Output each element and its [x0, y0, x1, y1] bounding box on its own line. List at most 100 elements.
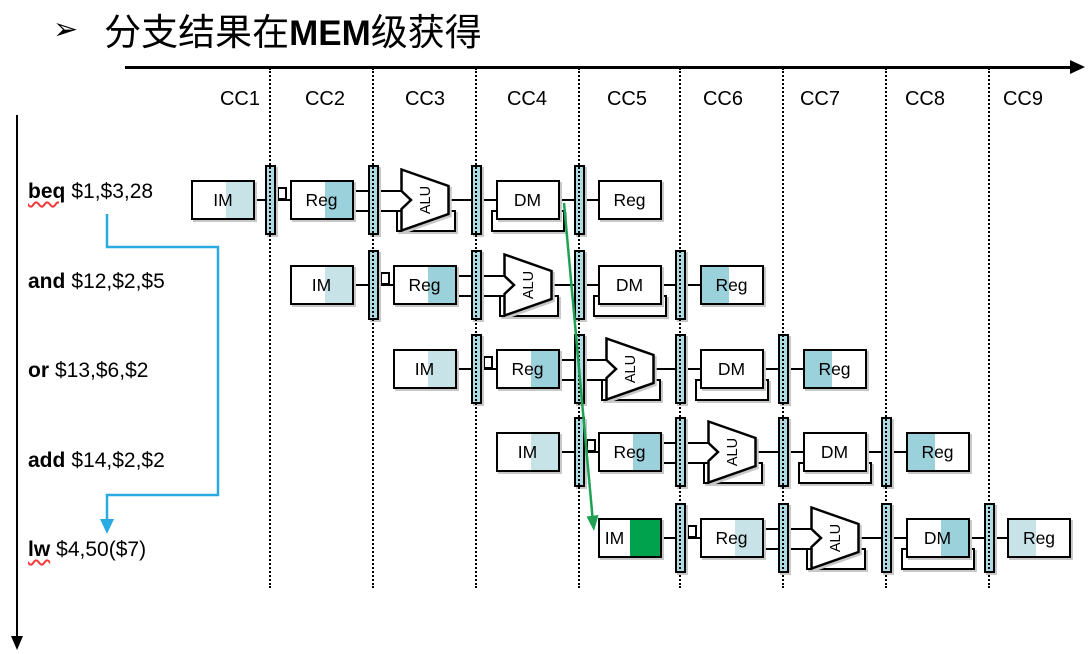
- instruction-operands: $4,50($7): [56, 538, 147, 561]
- stage-shade: [734, 520, 762, 556]
- stage-shade: [907, 434, 935, 470]
- stage-connector: [480, 368, 497, 370]
- stage-label: DM: [923, 527, 952, 548]
- pipeline-stage-box: Reg: [597, 180, 662, 220]
- pipeline-stage-box: Reg: [699, 265, 764, 305]
- alu-label: ALU: [725, 438, 741, 466]
- cc-divider: [475, 68, 477, 588]
- stage-connector: [583, 199, 599, 201]
- stage-connector: [377, 284, 394, 286]
- pipeline-stage-box: Reg: [905, 432, 970, 472]
- stage-connector: [660, 284, 676, 286]
- stage-label: DM: [513, 189, 542, 210]
- pipeline-stage-box: IM: [289, 265, 354, 305]
- title-text-highlight: MEM: [289, 14, 371, 53]
- stage-connector: [684, 284, 701, 286]
- cc-divider: [988, 68, 990, 588]
- stage-connector: [448, 199, 472, 201]
- stage-connector: [890, 537, 907, 539]
- pipeline-stage-box: Reg: [1007, 518, 1071, 558]
- pipeline-stage-box: IM: [392, 349, 457, 389]
- stage-connector: [480, 199, 497, 201]
- clock-cycle-label: CC8: [904, 88, 946, 110]
- instruction-mnemonic: add: [28, 449, 66, 472]
- stage-connector: [455, 295, 516, 297]
- clock-cycle-label: CC2: [304, 88, 346, 110]
- stage-label: Reg: [715, 274, 748, 295]
- stage-label: Reg: [613, 189, 646, 210]
- stage-connector: [274, 199, 291, 201]
- latch-jog: [586, 439, 596, 452]
- alu-label: ALU: [623, 355, 639, 383]
- clock-cycle-label: CC4: [506, 88, 548, 110]
- stage-shade: [427, 351, 455, 387]
- alu-shape: ALU: [809, 506, 860, 570]
- stage-shade: [530, 351, 558, 387]
- title-bullet-icon: ➢: [53, 13, 79, 46]
- instruction-mnemonic: beq: [28, 180, 66, 203]
- latch-jog: [483, 356, 493, 369]
- alu-label: ALU: [418, 186, 434, 214]
- alu-shape: ALU: [502, 253, 553, 317]
- instruction-operands: $13,$6,$2: [55, 359, 149, 382]
- stage-connector: [558, 199, 575, 201]
- stage-label: IM: [311, 274, 332, 295]
- stage-connector: [858, 537, 882, 539]
- latch-jog: [687, 525, 697, 538]
- cc-divider: [679, 68, 681, 588]
- stage-shade: [701, 267, 729, 303]
- pipeline-stage-box: DM: [699, 349, 764, 389]
- stage-label: Reg: [715, 527, 748, 548]
- stage-shade: [324, 182, 352, 218]
- alu-label: ALU: [828, 524, 844, 552]
- branch-redirect-arrowhead-icon: [100, 519, 114, 534]
- instruction-label: add$14,$2,$2: [28, 449, 165, 473]
- alu-shape: ALU: [399, 168, 450, 232]
- stage-label: IM: [604, 527, 625, 548]
- stage-shade: [226, 182, 253, 218]
- pipeline-stage-box: Reg: [699, 518, 764, 558]
- stage-connector: [653, 368, 676, 370]
- pipeline-stage-box: DM: [597, 265, 662, 305]
- pipeline-stage-box: Reg: [802, 349, 867, 389]
- stage-shade: [1009, 520, 1036, 556]
- pipeline-stage-box: Reg: [289, 180, 354, 220]
- stage-connector: [762, 368, 779, 370]
- instruction-label: lw$4,50($7): [28, 538, 146, 562]
- alu-shape: ALU: [706, 420, 757, 484]
- stage-shade: [804, 351, 832, 387]
- stage-connector: [684, 537, 701, 539]
- pipeline-stage-box: Reg: [597, 432, 662, 472]
- pipeline-stage-box: DM: [905, 518, 970, 558]
- stage-connector: [865, 451, 882, 453]
- pipeline-stage-box: DM: [495, 180, 560, 220]
- clock-cycle-label: CC7: [799, 88, 841, 110]
- cc-divider: [885, 68, 887, 588]
- stage-label: Reg: [511, 358, 544, 379]
- stage-label: DM: [615, 274, 644, 295]
- clock-cycle-label: CC9: [1002, 88, 1044, 110]
- instruction-mnemonic: lw: [28, 538, 51, 561]
- instruction-mnemonic: or: [28, 359, 49, 382]
- instruction-operands: $1,$3,28: [71, 180, 154, 203]
- alu-shape: ALU: [604, 337, 655, 401]
- cc-divider: [782, 68, 784, 588]
- stage-shade: [629, 520, 660, 556]
- clock-cycle-label: CC5: [606, 88, 648, 110]
- stage-label: Reg: [613, 441, 646, 462]
- slide-title: ➢分支结果在MEM级获得: [53, 2, 482, 56]
- pipeline-stage-box: Reg: [495, 349, 560, 389]
- stage-label: IM: [414, 358, 435, 379]
- title-text-suffix: 级获得: [370, 13, 482, 54]
- clock-cycle-label: CC1: [219, 88, 261, 110]
- stage-connector: [660, 442, 712, 444]
- stage-shade: [427, 267, 455, 303]
- stage-connector: [762, 548, 823, 550]
- instruction-label: and$12,$2,$5: [28, 270, 165, 294]
- time-axis-arrow-icon: [1070, 60, 1085, 74]
- pipeline-stage-box: DM: [802, 432, 867, 472]
- stage-connector: [352, 190, 405, 192]
- stage-label: Reg: [921, 441, 954, 462]
- pipeline-stage-box: Reg: [392, 265, 457, 305]
- stage-label: IM: [517, 441, 538, 462]
